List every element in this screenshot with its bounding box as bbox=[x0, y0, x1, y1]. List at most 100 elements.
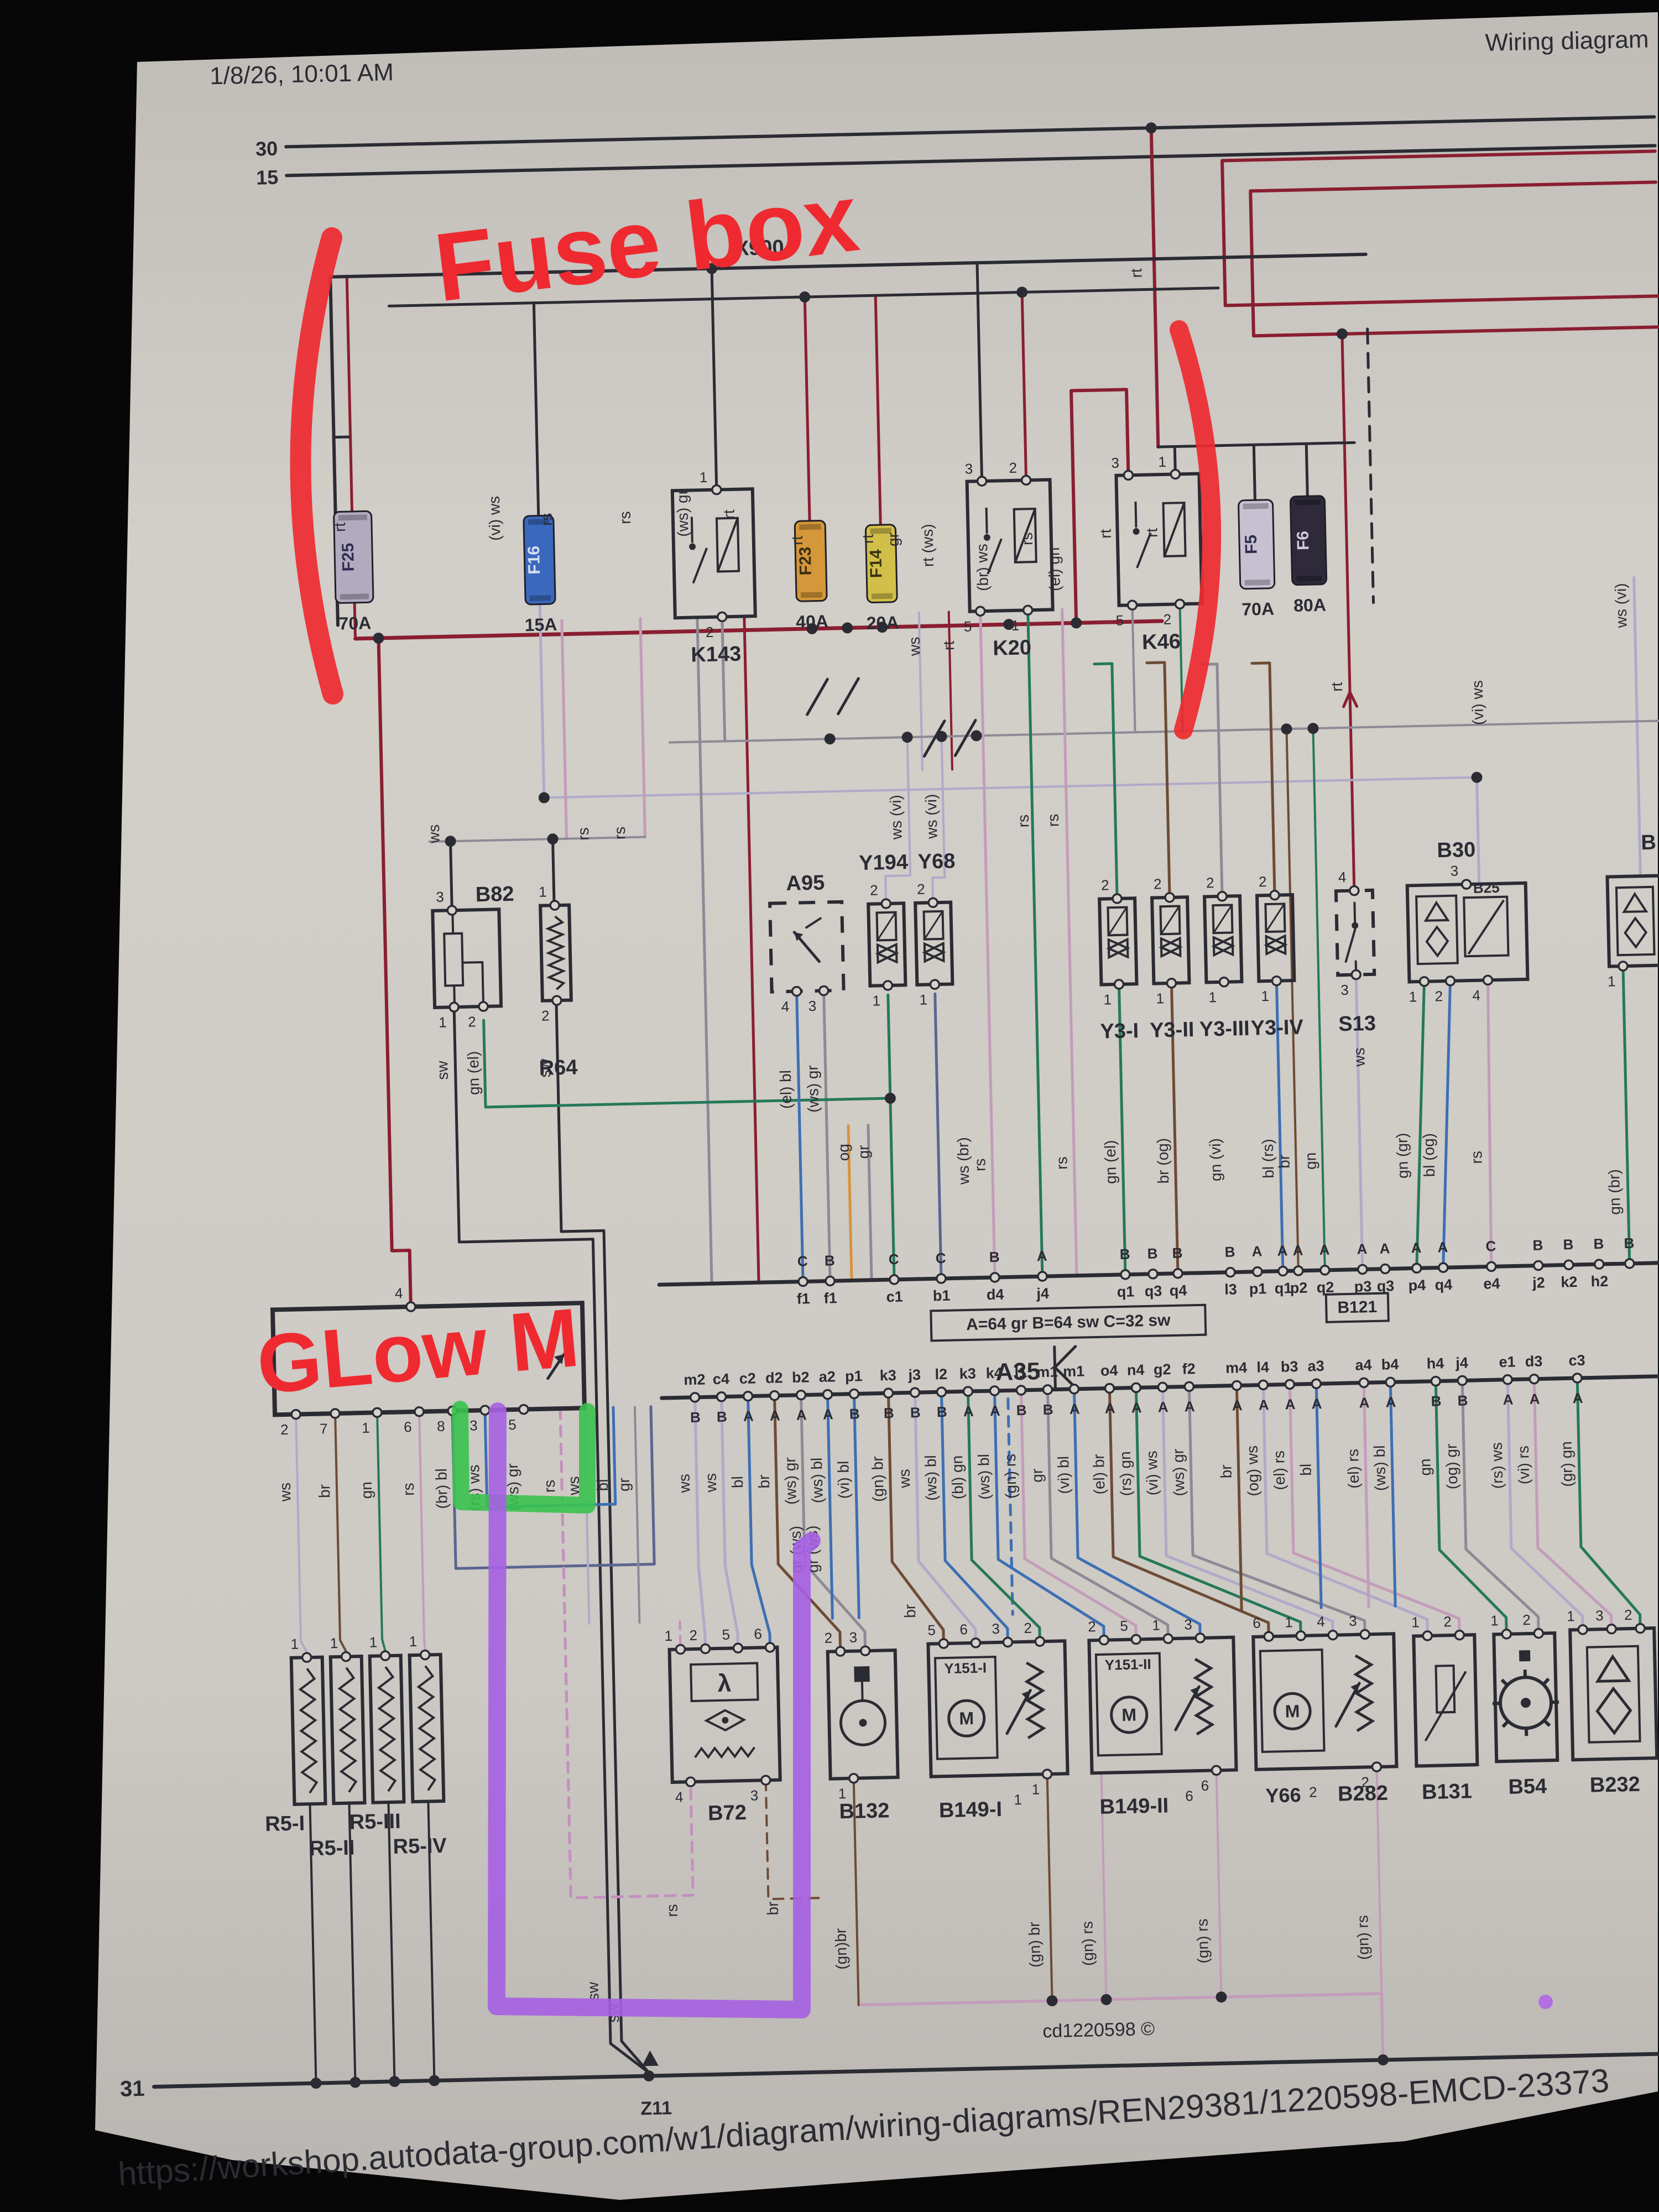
pin-number: 4 bbox=[675, 1788, 684, 1805]
wire-color-label: rs bbox=[971, 1158, 989, 1171]
a35-pin-letter: A bbox=[1503, 1391, 1514, 1408]
fuse-id: F5 bbox=[1242, 535, 1261, 555]
component-sub-id: Y151-I bbox=[944, 1659, 987, 1677]
wire-color-label: (gn) rs bbox=[1354, 1915, 1372, 1960]
pin-number: 3 bbox=[436, 889, 444, 905]
wire-color-label: (gn) rs bbox=[1193, 1918, 1212, 1964]
wire-color-label: ws (vi) bbox=[1612, 583, 1630, 629]
wire-color-label: rt (ws) bbox=[919, 524, 937, 567]
pin-number: 3 bbox=[1340, 982, 1349, 998]
a35-pin-letter: A bbox=[1036, 1248, 1047, 1264]
wire-color-label: (gn) br bbox=[1025, 1922, 1044, 1968]
fuse-id: F16 bbox=[525, 546, 544, 575]
pin-number: 3 bbox=[1111, 455, 1119, 471]
pin-number: 1 bbox=[1031, 1781, 1040, 1797]
a35-pin-letter: B bbox=[1563, 1236, 1573, 1253]
motor-glyph: M bbox=[959, 1708, 974, 1729]
pin-number: 4 bbox=[395, 1285, 403, 1301]
component-id: Y3-II bbox=[1150, 1018, 1194, 1042]
pin-number: 1 bbox=[1608, 973, 1616, 989]
component-id: B232 bbox=[1589, 1773, 1640, 1797]
a35-pin-letter: A bbox=[990, 1402, 1001, 1419]
a35-pin-name: p2 bbox=[1290, 1280, 1307, 1297]
a35-pin-name: l3 bbox=[1224, 1281, 1237, 1297]
wire-color-label: (br) bl bbox=[432, 1468, 451, 1509]
pin-number: 2 bbox=[1163, 611, 1171, 628]
component-id: Y3-I bbox=[1100, 1019, 1139, 1044]
pin-number: 2 bbox=[1024, 1620, 1032, 1636]
a35-pin-name: e4 bbox=[1483, 1275, 1500, 1292]
a35-pin-letter: B bbox=[1431, 1392, 1441, 1409]
a35-pin-name: k3 bbox=[959, 1365, 976, 1383]
timestamp: 1/8/26, 10:01 AM bbox=[210, 59, 394, 90]
a35-pin-letter: A bbox=[1311, 1395, 1322, 1412]
wire-color-label: br (og) bbox=[1154, 1138, 1172, 1184]
wire-color-label: gn bbox=[1416, 1458, 1434, 1476]
a35-pin-letter: C bbox=[889, 1251, 900, 1267]
a35-pin-name: k4 bbox=[985, 1365, 1003, 1382]
pin-number: 1 bbox=[1011, 617, 1019, 634]
fuse-amp: 80A bbox=[1293, 595, 1326, 615]
wire-color-label: (bl) gn bbox=[948, 1455, 967, 1499]
a35-pin-letter: B bbox=[1624, 1235, 1634, 1251]
component-sub-id: Y151-II bbox=[1105, 1656, 1151, 1673]
a35-pin-letter: B bbox=[1457, 1392, 1468, 1408]
doc-code: cd1220598 © bbox=[1042, 2018, 1155, 2042]
wire-color-label: rt bbox=[789, 535, 806, 545]
wire-color-label: (gr) gn bbox=[1558, 1441, 1576, 1487]
wire-color-label: rs bbox=[541, 1480, 559, 1493]
component-R5-III: 1R5-III bbox=[349, 1634, 406, 1834]
pin-number: 4 bbox=[1338, 869, 1347, 885]
a35-pin-letter: A bbox=[1292, 1242, 1303, 1259]
wire-color-label: bl bbox=[1297, 1464, 1314, 1476]
a35-pin-name: q1 bbox=[1117, 1283, 1135, 1300]
wire-color-label: bl (og) bbox=[1420, 1133, 1438, 1177]
a35-pin-name: d2 bbox=[765, 1369, 783, 1386]
component-superscript: 2 bbox=[1309, 1783, 1317, 1800]
wire-color-label: bl bbox=[729, 1476, 746, 1488]
pin-number: 1 bbox=[838, 1785, 846, 1802]
a35-pin-name: p3 bbox=[1354, 1278, 1371, 1295]
pin-number: 1 bbox=[1156, 990, 1164, 1006]
wire-color-label: rt bbox=[721, 509, 738, 519]
wire-color-label: (el) rs bbox=[1270, 1451, 1288, 1490]
wire-color-label: ws bbox=[276, 1483, 294, 1503]
a35-pin-letter: A bbox=[1319, 1241, 1330, 1258]
component-superscript: 6 bbox=[1185, 1787, 1193, 1804]
pin-number: 1 bbox=[1285, 1614, 1293, 1630]
a35-pin-name: f2 bbox=[1182, 1360, 1196, 1378]
a35-pin-name: q3 bbox=[1145, 1282, 1162, 1300]
bus-31-label: 31 bbox=[120, 2077, 145, 2101]
wire-color-label: gn (el) bbox=[1102, 1140, 1120, 1184]
a35-pin-letter: C bbox=[797, 1253, 808, 1269]
wire-color-label: sw bbox=[585, 1981, 602, 2001]
wire-color-label: (vi) rs bbox=[1515, 1446, 1533, 1485]
wire-color-label: rs bbox=[1045, 813, 1062, 827]
pin-number: 2 bbox=[1088, 1618, 1096, 1635]
a35-pin-letter: A bbox=[1385, 1394, 1396, 1410]
a35-pin-letter: B bbox=[825, 1252, 835, 1269]
wire-color-label: rs bbox=[1053, 1156, 1071, 1170]
pin-number: 1 bbox=[539, 883, 547, 900]
fuse-amp: 15A bbox=[524, 614, 557, 635]
component-id: B131 bbox=[1422, 1780, 1473, 1804]
a35-pin-name: j4 bbox=[1036, 1285, 1049, 1302]
a35-pin-letter: B bbox=[989, 1249, 999, 1265]
pin-number: 4 bbox=[1317, 1613, 1325, 1630]
wire-color-label: rs bbox=[1468, 1151, 1485, 1164]
a35-pin-name: a3 bbox=[1307, 1358, 1324, 1375]
wire-color-label: gn (el) bbox=[465, 1051, 483, 1095]
component-id: B82 bbox=[475, 883, 514, 907]
a35-pin-name: a4 bbox=[1355, 1357, 1372, 1374]
wire-color-label: ws (vi) bbox=[922, 794, 941, 839]
fuse-id: F23 bbox=[796, 546, 815, 575]
component-id: B bbox=[1641, 831, 1656, 855]
